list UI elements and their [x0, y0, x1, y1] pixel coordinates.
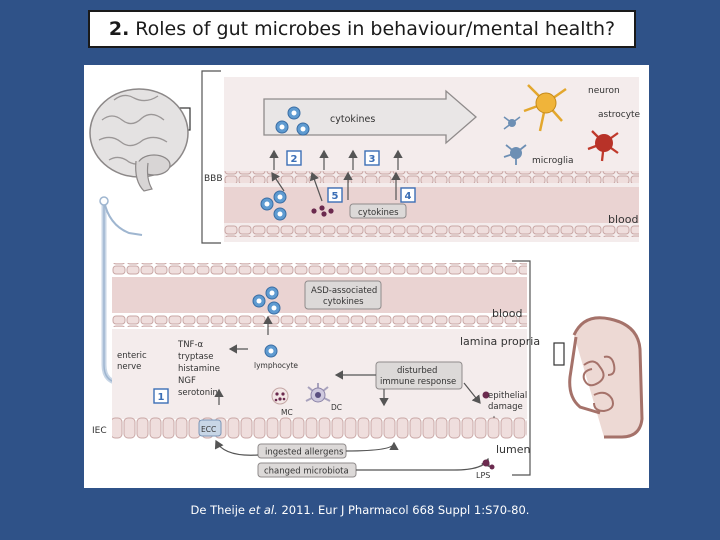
vessel-wall-lower-top: [112, 263, 527, 275]
mast-cell: [271, 387, 289, 405]
citation-etal: et al.: [248, 503, 278, 517]
dendritic-cell: [305, 383, 331, 403]
blood-upper-label: blood: [608, 213, 638, 226]
step-2: 2: [286, 150, 302, 166]
svg-text:cytokines: cytokines: [323, 297, 364, 307]
ingested-allergens-box: ingested allergens: [257, 443, 347, 459]
slide-title-number: 2.: [108, 18, 130, 40]
asd-cytokines-box: ASD-associated cytokines: [304, 280, 382, 310]
mediator-tnf: TNF-α: [177, 340, 204, 350]
disturbed-immune-box: disturbed immune response: [375, 361, 463, 390]
svg-text:immune response: immune response: [380, 377, 456, 387]
lymphocyte-label: lymphocyte: [254, 361, 298, 370]
iec-layer: [112, 417, 527, 439]
neuron-icon: [523, 84, 567, 132]
slide-title: 2. Roles of gut microbes in behaviour/me…: [88, 10, 636, 48]
svg-text:3: 3: [369, 154, 376, 165]
mc-label: MC: [281, 408, 293, 417]
citation: De Theije et al. 2011. Eur J Pharmacol 6…: [0, 503, 720, 517]
neuron-label: neuron: [588, 86, 620, 96]
step-4: 4: [400, 187, 416, 203]
microglia-label: microglia: [532, 156, 573, 166]
lumen-label: lumen: [496, 443, 531, 456]
step-3: 3: [364, 150, 380, 166]
epithelial-label: epithelial: [488, 391, 527, 401]
bbb-label: BBB: [204, 174, 223, 184]
changed-microbiota-box: changed microbiota: [257, 462, 357, 478]
brain-bracket: [201, 70, 221, 244]
mediator-tryptase: tryptase: [178, 352, 213, 362]
cns-entry-arrows: [269, 149, 403, 170]
gut-zoom-box: [553, 342, 565, 366]
svg-text:changed microbiota: changed microbiota: [264, 467, 349, 477]
mediator-serotonin: serotonin: [178, 388, 218, 398]
vessel-wall-upper: [224, 225, 639, 237]
step-1: 1: [153, 388, 169, 404]
ecc-label: ECC: [201, 425, 216, 434]
brain-illustration: [89, 88, 189, 192]
cytokines-arrow-label: cytokines: [330, 114, 375, 125]
slide-title-text: Roles of gut microbes in behaviour/menta…: [135, 18, 616, 40]
ecc-cell: [198, 419, 222, 437]
intestine-illustration: [568, 316, 644, 439]
svg-text:cytokines: cytokines: [358, 208, 399, 218]
svg-text:ASD-associated: ASD-associated: [311, 286, 377, 296]
astrocyte-label: astrocyte: [598, 110, 641, 120]
gut-bracket: [512, 260, 531, 476]
astrocyte-icon: [587, 130, 619, 162]
cytokine-cells-cns: [275, 106, 310, 136]
lamina-propria-label: lamina propria: [460, 335, 540, 348]
mediator-histamine: histamine: [178, 364, 220, 374]
svg-text:disturbed: disturbed: [397, 366, 437, 376]
cytokines-small-box: cytokines: [349, 203, 407, 219]
blood-vessel-upper: [224, 187, 639, 223]
asd-cytokine-cells: [252, 286, 281, 315]
svg-text:ingested allergens: ingested allergens: [265, 448, 344, 458]
gut-brain-figure: cytokines neuron astrocyte microglia 2 3: [84, 65, 649, 488]
svg-text:2: 2: [291, 154, 298, 165]
svg-text:1: 1: [158, 392, 165, 403]
lymphocyte-cell: [264, 344, 278, 358]
svg-text:5: 5: [332, 191, 339, 202]
mediator-ngf: NGF: [178, 376, 196, 386]
gut-brain-diagram: cytokines neuron astrocyte microglia 2 3: [89, 70, 644, 480]
enteric-label: enteric: [117, 351, 147, 361]
dc-label: DC: [331, 403, 342, 412]
citation-ref: 2011. Eur J Pharmacol 668 Suppl 1:S70-80…: [281, 503, 530, 517]
blood-lower-label: blood: [492, 307, 522, 320]
iec-label: IEC: [92, 426, 107, 436]
vessel-wall-lower-bottom: [112, 315, 527, 327]
svg-text:4: 4: [405, 191, 412, 202]
cells-crossing-bbb: [260, 190, 334, 221]
mediator-list: TNF-α tryptase histamine NGF serotonin: [177, 340, 220, 398]
cytokines-arrow[interactable]: cytokines: [263, 89, 477, 145]
bbb-cell-layer: [224, 171, 639, 183]
microglia-icon: [503, 116, 527, 165]
lps-label: LPS: [476, 471, 490, 480]
citation-authors: De Theije: [190, 503, 245, 517]
nerve-label: nerve: [117, 362, 141, 372]
damage-label: damage: [488, 402, 523, 412]
step-5: 5: [327, 187, 343, 203]
